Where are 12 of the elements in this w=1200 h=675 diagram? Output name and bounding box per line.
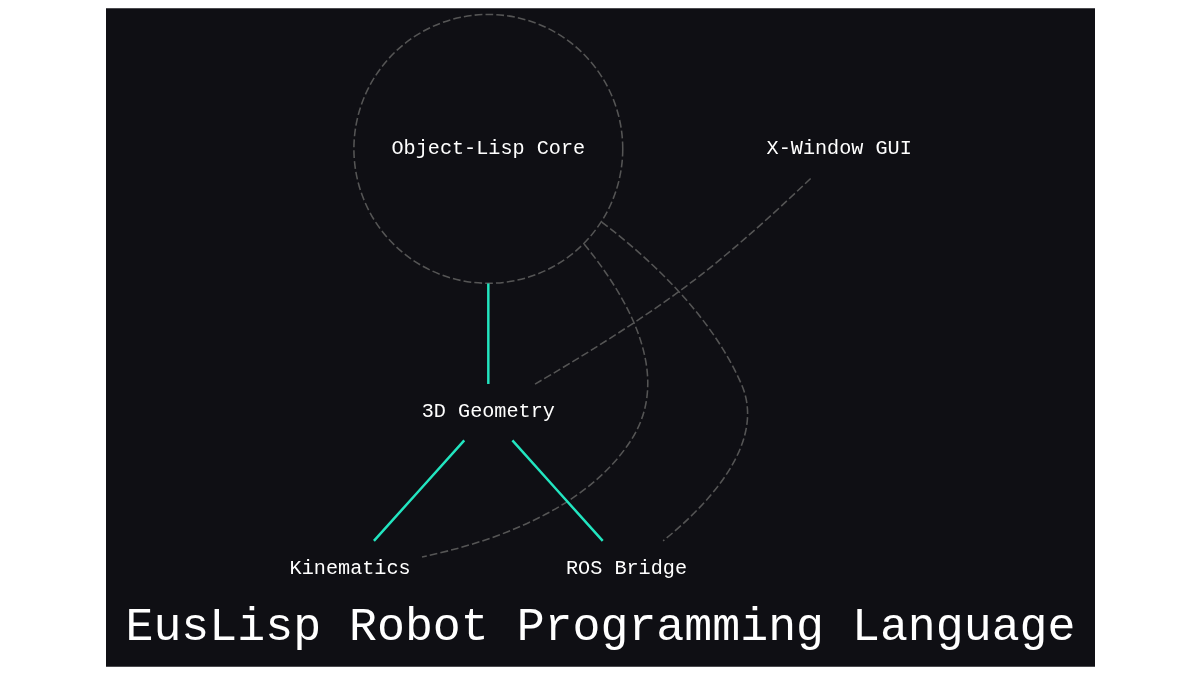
connector <box>372 439 465 542</box>
connector <box>486 283 490 384</box>
node-text: 3D Geometry <box>421 400 555 424</box>
node-text: ROS Bridge <box>565 557 687 581</box>
node-circle: Object-Lisp Core <box>352 13 624 285</box>
connector <box>533 176 813 385</box>
connector <box>510 439 604 542</box>
connector <box>420 243 648 558</box>
connector <box>600 221 748 542</box>
diagram-title: EusLisp Robot Programming Language <box>124 601 1076 655</box>
node-text: X-Window GUI <box>766 137 912 161</box>
node-text: Kinematics <box>289 557 411 581</box>
